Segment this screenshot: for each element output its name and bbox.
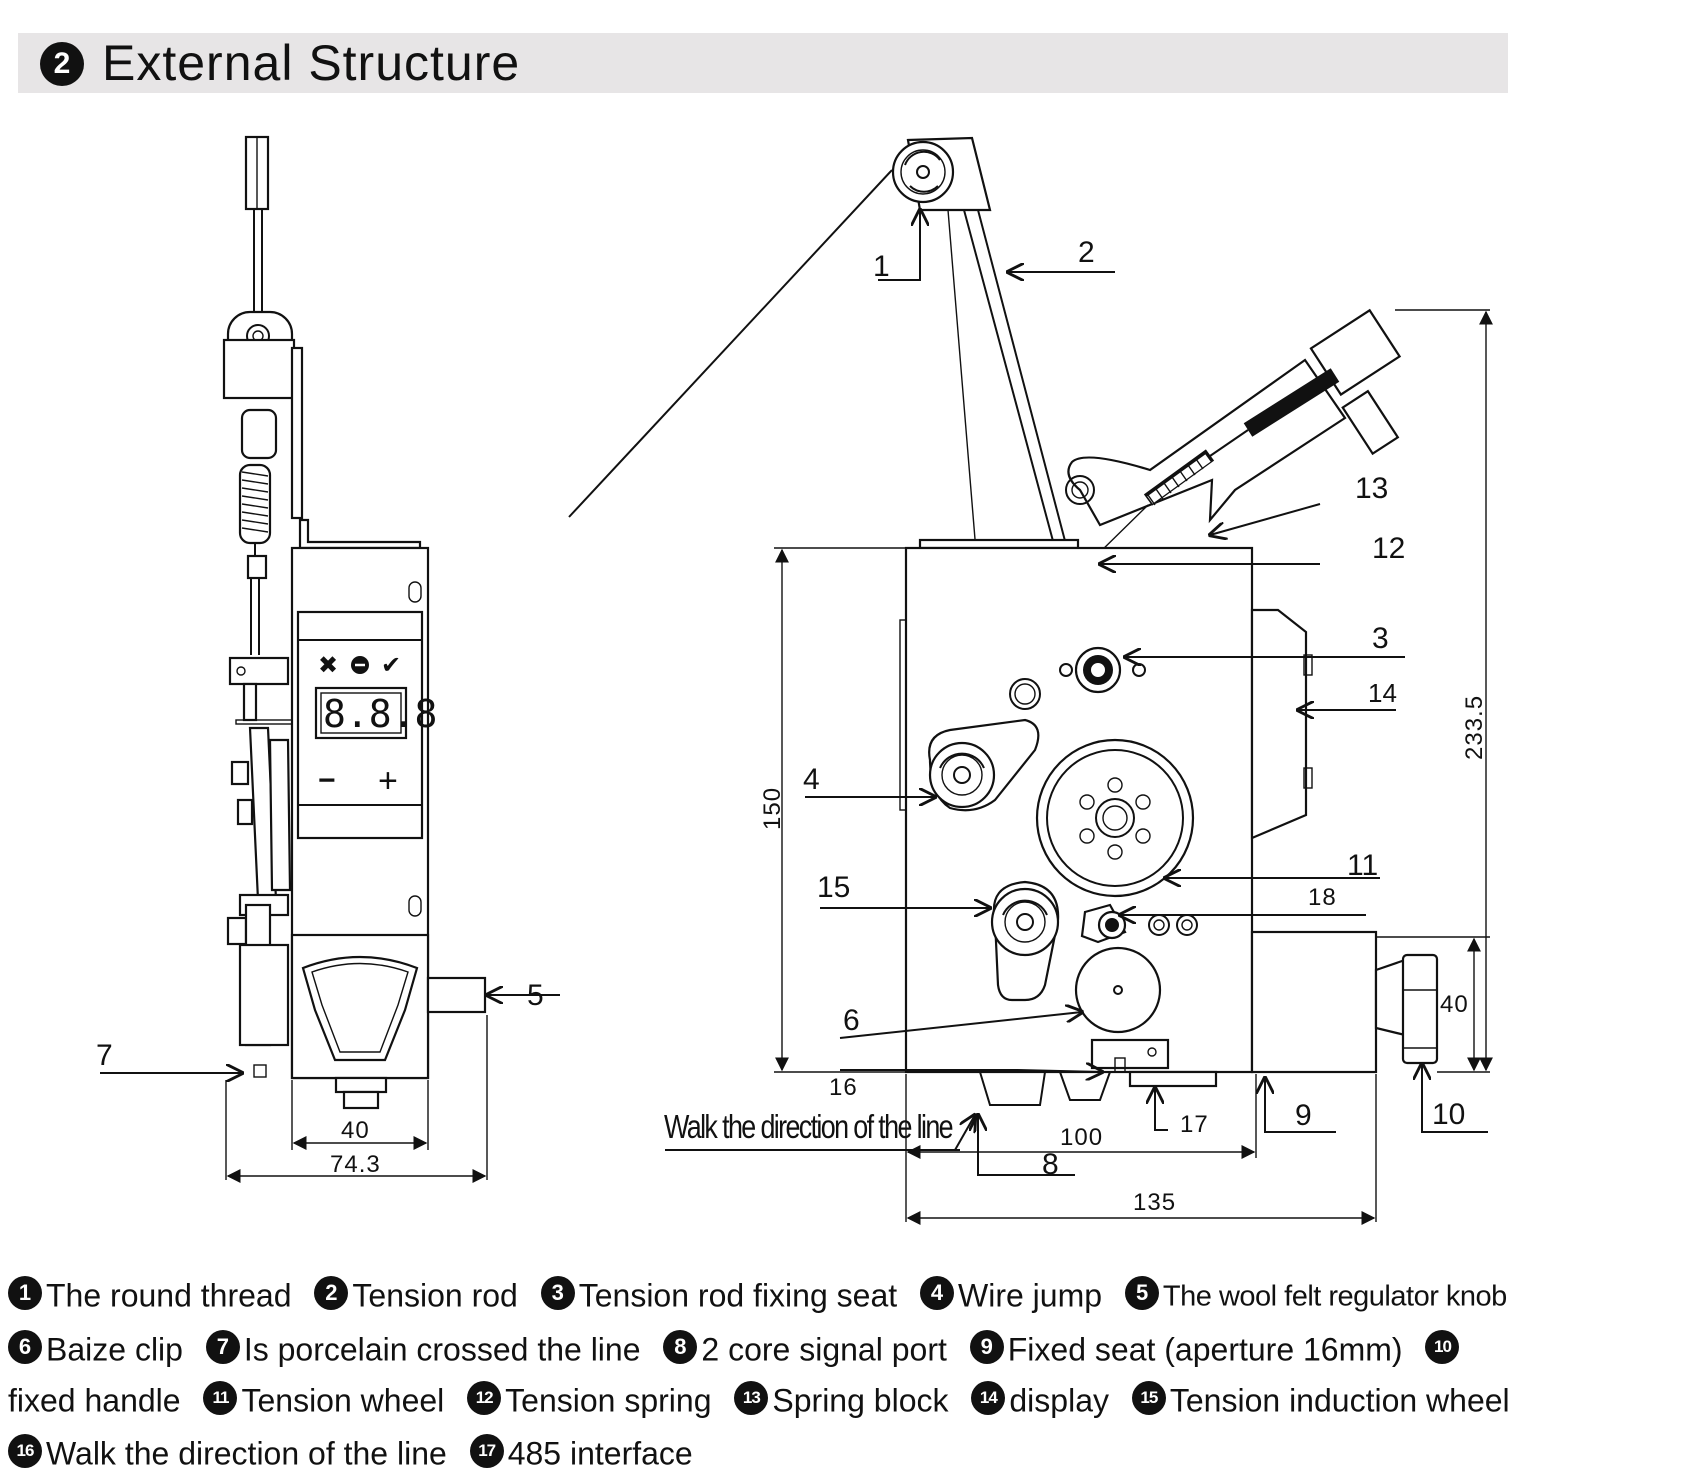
front-spring-coils [1147, 458, 1204, 506]
callout-3: 3 [1372, 622, 1389, 655]
section-number-badge: 2 [40, 42, 84, 86]
dim-front-233-5: 233.5 [1461, 695, 1488, 760]
walk-direction-label: Walk the direction of the line [664, 1108, 953, 1145]
dim-side-40: 40 [341, 1117, 370, 1144]
dim-side-74-3: 74.3 [330, 1151, 381, 1178]
legend-item-10-badge: 10 [1425, 1324, 1463, 1370]
callout-11: 11 [1347, 849, 1378, 882]
cancel-icon: ✖ [318, 652, 338, 679]
dim-front-100: 100 [1060, 1124, 1103, 1151]
callout-1: 1 [873, 250, 890, 283]
callout-15: 15 [817, 871, 850, 904]
dim-front-135: 135 [1133, 1189, 1176, 1216]
side-view: ✖ ✔ 8.8.8 − + [96, 135, 560, 1183]
callout-18: 18 [1308, 884, 1337, 911]
section-header: 2 External Structure [18, 33, 1508, 93]
callout-6: 6 [843, 1004, 860, 1037]
section-title: External Structure [102, 35, 521, 91]
callout-4: 4 [803, 763, 820, 796]
callout-9: 9 [1295, 1099, 1312, 1132]
callout-17: 17 [1180, 1111, 1209, 1138]
check-icon: ✔ [381, 652, 401, 679]
callout-14: 14 [1368, 678, 1397, 708]
callout-10: 10 [1432, 1098, 1465, 1131]
plus-key-icon: + [378, 762, 398, 800]
dim-handle-40: 40 [1440, 991, 1469, 1018]
callout-12: 12 [1372, 532, 1405, 565]
callout-7: 7 [96, 1039, 113, 1072]
callout-16: 16 [829, 1074, 858, 1101]
side-spring-coils [241, 471, 269, 533]
technical-drawing: ✖ ✔ 8.8.8 − + [96, 135, 1493, 1225]
legend-item-10-text: fixed handle [8, 1382, 181, 1419]
dim-front-150: 150 [759, 787, 786, 830]
callout-13: 13 [1355, 472, 1388, 505]
callout-5: 5 [527, 979, 544, 1012]
display-digits: 8.8.8 [323, 692, 437, 736]
callout-2: 2 [1078, 236, 1095, 269]
seven-segment-display [314, 686, 408, 740]
minus-key-icon: − [318, 764, 336, 797]
front-view: 150 233.5 40 100 135 1 2 3 4 6 8 9 10 11… [568, 136, 1493, 1225]
callout-8: 8 [1042, 1148, 1059, 1181]
